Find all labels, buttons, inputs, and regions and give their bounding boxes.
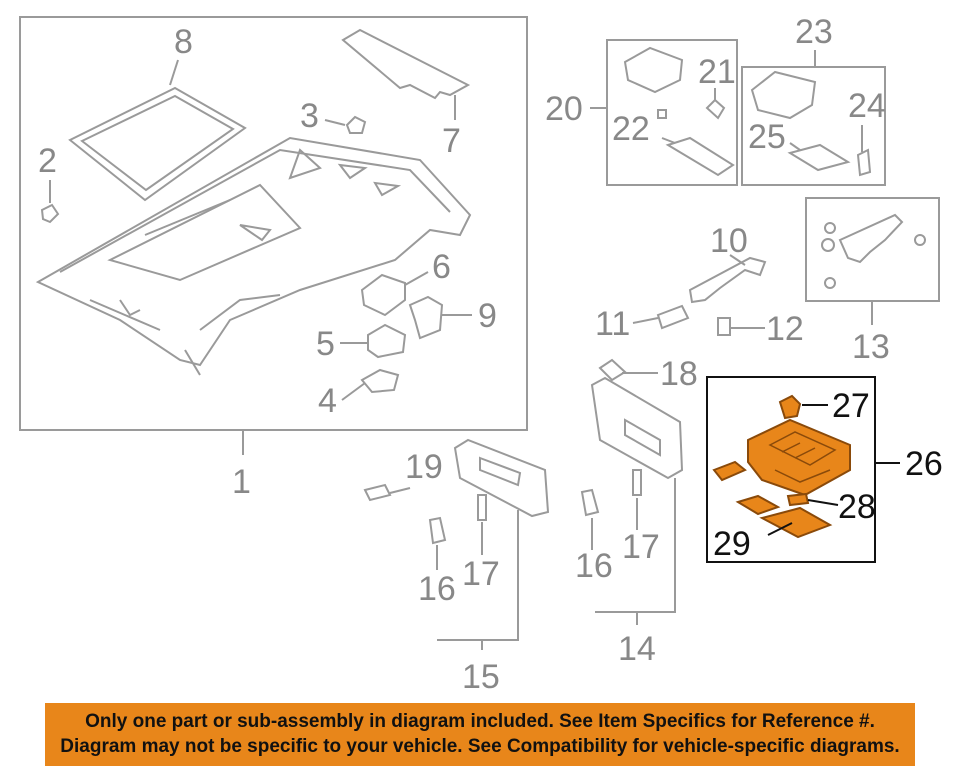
lamp-17a	[477, 494, 487, 521]
mirror-15	[479, 456, 522, 487]
sun-visor-14	[590, 376, 684, 480]
nut-13b	[821, 238, 835, 252]
room-lamp-group-box	[741, 66, 886, 186]
overhead-console-group-box	[706, 376, 876, 563]
disclaimer-banner: Only one part or sub-assembly in diagram…	[45, 703, 915, 766]
callout-27: 27	[832, 387, 870, 425]
console-6	[360, 273, 406, 317]
callout-4: 4	[318, 382, 337, 420]
clip-18	[598, 358, 627, 382]
callout-15: 15	[462, 658, 500, 696]
headliner	[35, 136, 472, 376]
bracket-9	[408, 295, 444, 340]
lens-29b	[759, 506, 833, 539]
callout-26: 26	[905, 445, 943, 483]
callout-3: 3	[300, 97, 319, 135]
leader-lines-main	[49, 59, 472, 455]
cover-panel	[341, 28, 471, 100]
map-lamp-20	[623, 46, 684, 94]
bulb-28	[786, 492, 810, 507]
callout-22: 22	[612, 110, 650, 148]
sunroof-frame	[68, 86, 247, 202]
callout-29: 29	[713, 525, 751, 563]
callout-1: 1	[232, 463, 251, 501]
console-detail-lines	[768, 431, 837, 483]
clip-2	[40, 203, 60, 224]
callout-5: 5	[316, 325, 335, 363]
callout-12: 12	[766, 310, 804, 348]
callout-18: 18	[660, 355, 698, 393]
clip-19	[363, 483, 392, 502]
callout-24: 24	[848, 87, 886, 125]
nut-13a	[824, 222, 836, 234]
disclaimer-line-1: Only one part or sub-assembly in diagram…	[85, 711, 875, 732]
callout-2: 2	[38, 142, 57, 180]
cover-16b	[580, 488, 600, 517]
room-lamp-23	[750, 70, 817, 120]
screw-22a	[657, 109, 667, 119]
callout-17a: 17	[462, 555, 500, 593]
callout-8: 8	[174, 23, 193, 61]
callout-13: 13	[852, 328, 890, 366]
cover-16a	[428, 516, 447, 545]
bracket-13	[838, 213, 904, 264]
switch-27	[778, 394, 802, 420]
callout-23: 23	[795, 13, 833, 51]
bulb-21	[705, 98, 726, 120]
parts-diagram: 1 2 3 4 5 6 7 8 9 10 11 12 13 14 15 16 1…	[19, 13, 943, 696]
map-lamp-group-box	[606, 39, 738, 186]
callout-19: 19	[405, 448, 443, 486]
nut-13c	[914, 234, 926, 246]
grab-handle-10	[688, 256, 767, 304]
leader-lines-right	[389, 50, 873, 650]
leader-lines-highlight	[767, 404, 839, 536]
callout-6: 6	[432, 248, 451, 286]
lens-25	[787, 143, 851, 172]
bolt-13d	[824, 277, 836, 289]
callout-20: 20	[545, 90, 583, 128]
callout-10: 10	[710, 222, 748, 260]
lens-left	[712, 460, 747, 482]
callout-17b: 17	[622, 528, 660, 566]
lamp-17b	[632, 469, 642, 496]
callout-25: 25	[748, 118, 786, 156]
headliner-group-box	[19, 16, 528, 431]
disclaimer-line-2: Diagram may not be specific to your vehi…	[60, 736, 900, 757]
callout-21: 21	[698, 53, 736, 91]
bulb-24	[856, 148, 872, 177]
sun-visor-15	[453, 438, 550, 518]
overhead-console-26	[747, 418, 851, 497]
callout-16a: 16	[418, 570, 456, 608]
lamp-5	[367, 323, 407, 359]
clip-3	[345, 115, 367, 134]
lens-29a	[735, 494, 781, 516]
bolt-12	[717, 317, 731, 336]
callout-28: 28	[838, 488, 876, 526]
callout-11: 11	[595, 305, 630, 343]
callout-16b: 16	[575, 547, 613, 585]
callout-7: 7	[442, 122, 461, 160]
lens-22	[665, 136, 735, 177]
bracket-4	[360, 368, 400, 394]
callout-14: 14	[618, 630, 656, 668]
mirror-14	[624, 418, 661, 457]
callout-9: 9	[478, 297, 497, 335]
cap-11	[656, 304, 690, 330]
